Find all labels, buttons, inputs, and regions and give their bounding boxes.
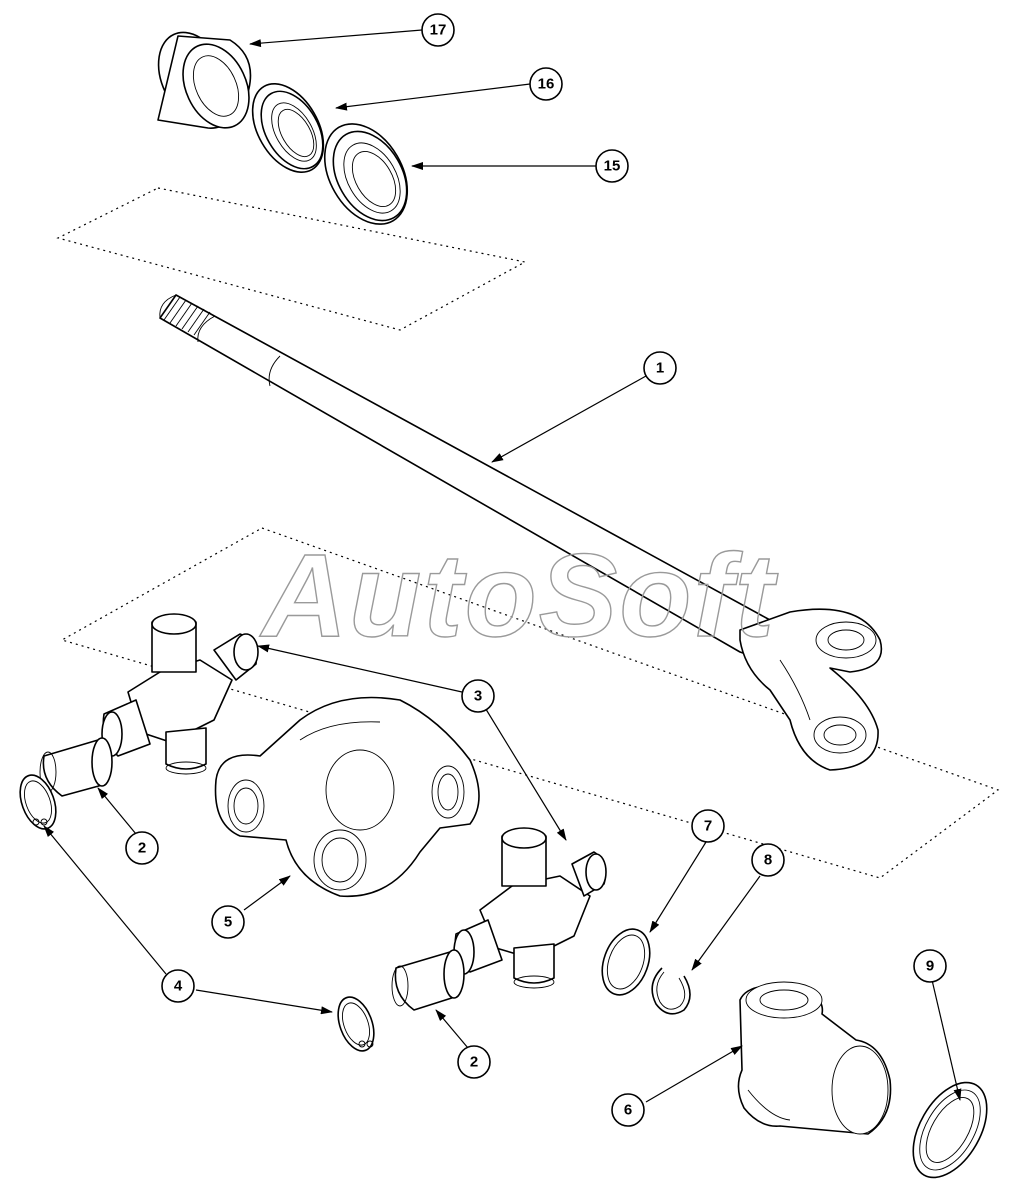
callout-16: 16 <box>529 67 563 101</box>
callout-4-label: 4 <box>174 978 183 995</box>
leader-17 <box>249 29 423 48</box>
leader-5 <box>243 875 291 911</box>
ring-7 <box>601 928 651 996</box>
leader-3a <box>257 644 463 693</box>
callout-2-right-label: 2 <box>470 1054 478 1071</box>
leader-2a <box>97 787 137 835</box>
leader-6 <box>645 1045 743 1103</box>
leader-4a <box>43 825 167 975</box>
seal-9 <box>912 1081 988 1179</box>
callout-3: 3 <box>461 679 495 713</box>
bearing-17 <box>157 31 252 129</box>
leader-9 <box>931 979 962 1101</box>
snap-ring-right <box>337 996 375 1052</box>
leader-3b <box>483 705 567 841</box>
callout-9: 9 <box>913 949 947 983</box>
leader-16 <box>335 83 531 111</box>
upper-assembly-outline <box>56 187 527 331</box>
seal-15 <box>323 123 409 225</box>
callout-7-label: 7 <box>704 818 712 835</box>
leader-2b <box>435 1009 469 1049</box>
callout-2-right: 2 <box>457 1045 491 1079</box>
callout-1: 1 <box>643 351 677 385</box>
callout-8: 8 <box>751 843 785 877</box>
universal-joint-cross-left <box>101 613 259 775</box>
spline-teeth <box>163 296 211 336</box>
callout-2-left: 2 <box>125 831 159 865</box>
leader-4b <box>195 989 333 1015</box>
universal-joint-cross-right <box>453 827 607 989</box>
bearing-cap-left <box>39 737 113 797</box>
callout-6-label: 6 <box>624 1102 632 1119</box>
callout-15: 15 <box>595 149 629 183</box>
watermark-text: AutoSoft <box>259 530 779 662</box>
callout-3-label: 3 <box>474 688 482 705</box>
leader-1 <box>491 375 647 463</box>
callout-17-label: 17 <box>430 22 447 39</box>
callout-1-label: 1 <box>656 360 664 377</box>
callout-15-label: 15 <box>604 158 621 175</box>
callout-17: 17 <box>421 13 455 47</box>
snap-ring-left <box>19 774 57 830</box>
seal-16 <box>251 83 325 173</box>
leader-8 <box>691 875 761 971</box>
snap-ring-8 <box>651 967 691 1015</box>
leader-lines <box>43 29 962 1103</box>
callout-9-label: 9 <box>926 958 934 975</box>
slip-yoke <box>737 981 892 1135</box>
shaft-yoke <box>739 608 883 771</box>
leader-7 <box>649 841 707 933</box>
axle-shaft <box>159 294 771 657</box>
callout-5-label: 5 <box>224 914 232 931</box>
callout-6: 6 <box>611 1093 645 1127</box>
callout-2-left-label: 2 <box>138 840 146 857</box>
callout-16-label: 16 <box>538 76 555 93</box>
callout-4: 4 <box>161 969 195 1003</box>
center-yoke <box>214 696 480 898</box>
callout-8-label: 8 <box>764 852 772 869</box>
callout-5: 5 <box>211 905 245 939</box>
bearing-cap-right <box>391 949 465 1011</box>
callout-7: 7 <box>691 809 725 843</box>
